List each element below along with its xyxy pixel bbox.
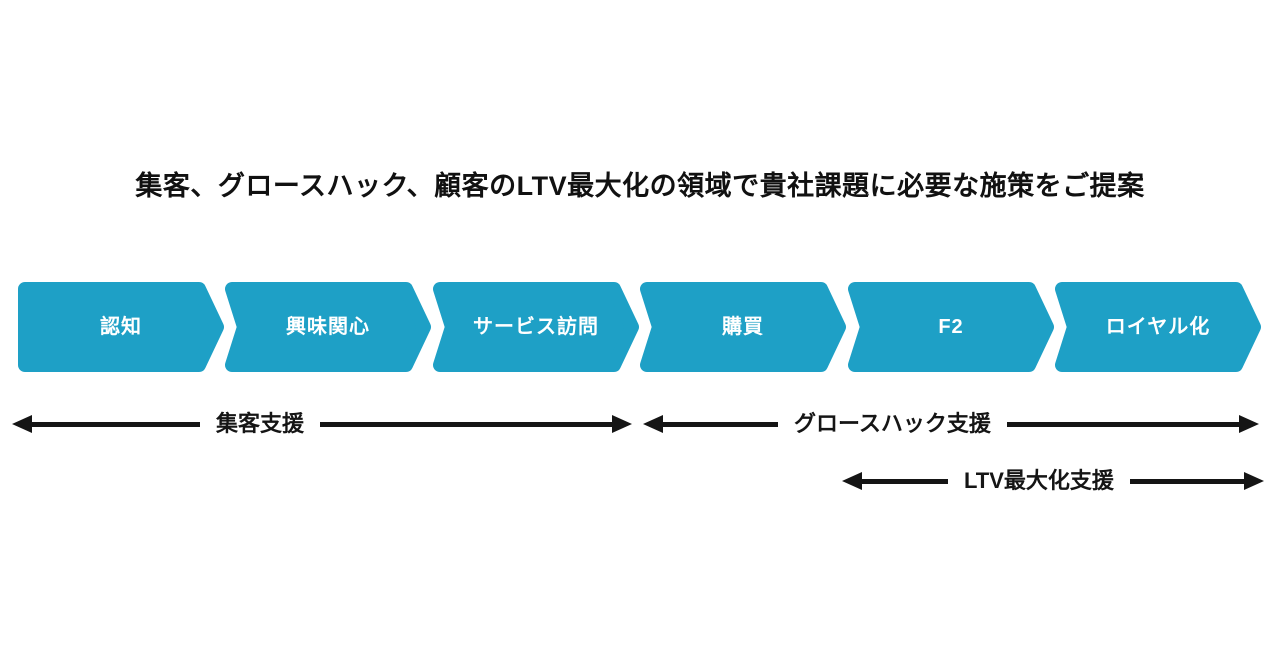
support-range-label: 集客支援	[216, 411, 305, 436]
arrow-line	[320, 421, 612, 427]
funnel-stage-label: 購買	[722, 314, 764, 338]
funnel-stage-shape	[1055, 282, 1261, 372]
arrowhead-left-icon	[643, 415, 663, 433]
funnel-stage-shape	[848, 282, 1054, 372]
funnel-chevron-row: 認知 興味関心 サービス訪問 購買 F2 ロイヤル化	[18, 282, 1261, 372]
arrowhead-right-icon	[1244, 472, 1264, 490]
arrowhead-left-icon	[842, 472, 862, 490]
arrow-line	[663, 421, 778, 427]
funnel-stage-label: 興味関心	[286, 315, 370, 338]
arrow-line	[1129, 478, 1244, 484]
arrowhead-right-icon	[1239, 415, 1259, 433]
arrow-line	[32, 421, 200, 427]
funnel-stage-shape	[18, 282, 224, 372]
support-range-acquisition: 集客支援	[12, 411, 632, 437]
funnel-stage-shape	[225, 282, 431, 372]
support-range-ltv-max: LTV最大化支援	[842, 468, 1264, 494]
funnel-stage-shape	[433, 282, 639, 372]
support-range-label: グロースハック支援	[794, 411, 991, 436]
arrow-line	[862, 478, 948, 484]
slide-title: 集客、グロースハック、顧客のLTV最大化の領域で貴社課題に必要な施策をご提案	[135, 171, 1145, 201]
arrow-line	[1006, 421, 1239, 427]
arrowhead-right-icon	[612, 415, 632, 433]
funnel-stage-label: ロイヤル化	[1106, 314, 1210, 338]
arrowhead-left-icon	[12, 415, 32, 433]
support-range-growth-hack: グロースハック支援	[643, 411, 1259, 437]
funnel-stage-label: 認知	[100, 314, 142, 338]
funnel-stage-label: サービス訪問	[473, 314, 599, 338]
support-range-label: LTV最大化支援	[964, 468, 1114, 493]
funnel-stage-label: F2	[938, 316, 963, 338]
funnel-stage-shape	[640, 282, 846, 372]
